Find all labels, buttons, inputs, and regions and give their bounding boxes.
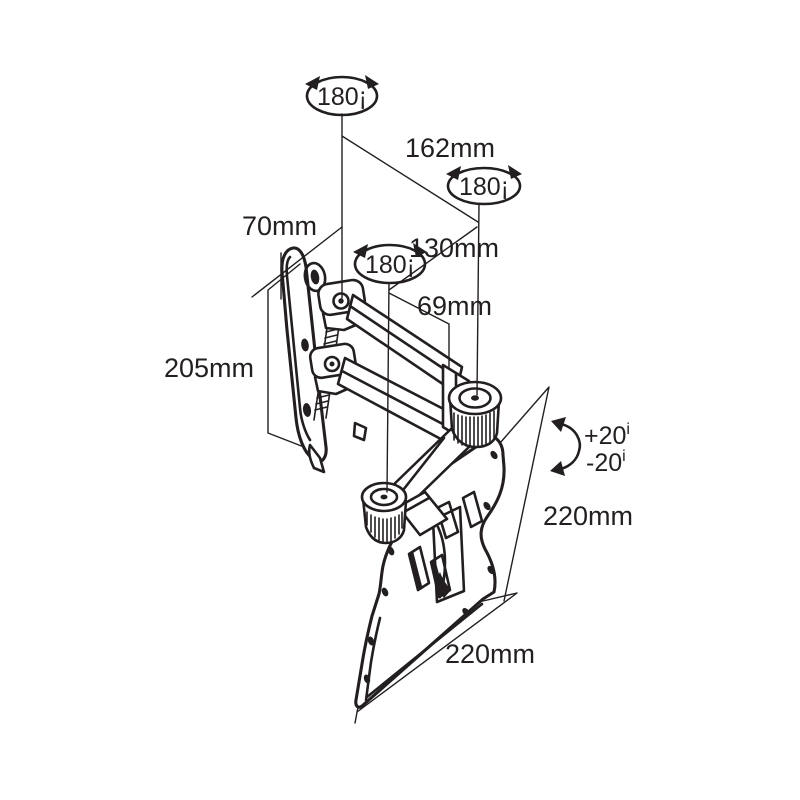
label-panel-width: 220mm	[445, 639, 535, 669]
wall-plate-slot-bottom	[302, 403, 312, 417]
dim-line-205	[267, 263, 305, 448]
dimension-lines	[251, 113, 550, 724]
label-wall-offset: 70mm	[242, 211, 317, 241]
wall-plate-slot-mid	[301, 338, 309, 352]
rotation-180-label-elbow: 180¡	[459, 173, 509, 201]
wall-plate-top-boss	[303, 261, 327, 293]
dim-line-162	[341, 135, 479, 223]
rotation-180-icon-elbow: 180¡	[446, 165, 522, 206]
leader-swivel-front	[386, 282, 390, 493]
elbow-knob-knurl	[453, 410, 495, 448]
dim-line-130	[388, 226, 478, 291]
dim-line-220-right	[499, 386, 550, 602]
label-front-arm: 130mm	[409, 233, 499, 263]
vesa-plate-thickness-left	[364, 616, 382, 702]
leader-swivel-elbow	[476, 203, 480, 396]
label-panel-height: 220mm	[543, 501, 633, 531]
vesa-plate-slots	[407, 490, 484, 604]
dimension-labels: 162mm 70mm 130mm 69mm 205mm 220mm 220mm …	[164, 133, 633, 669]
dim-line-70	[251, 226, 343, 298]
rotation-180-label-top: 180¡	[317, 83, 367, 111]
arm-nub	[352, 421, 368, 442]
rotation-180-icon-top: 180¡	[305, 75, 379, 117]
vesa-plate-thickness-bottom	[365, 602, 484, 699]
elbow-knob	[447, 380, 503, 449]
label-tilt-up: +20i	[584, 421, 630, 450]
rotation-180-label-front: 180¡	[365, 251, 415, 279]
tilt-bracket	[396, 490, 449, 537]
tilt-knob-knurl	[366, 511, 403, 543]
dim-line-220-bottom	[354, 592, 518, 724]
rotation-180-icon-front: 180¡	[353, 243, 427, 285]
label-tilt-down: -20i	[586, 448, 626, 477]
wall-plate-bottom-tab	[307, 443, 326, 474]
label-wall-plate-height: 205mm	[164, 353, 254, 383]
upper-arm-beams	[336, 293, 464, 447]
vesa-plate	[354, 434, 506, 709]
wall-plate-slot-top	[310, 269, 320, 285]
tilt-knob	[360, 481, 408, 545]
dim-line-69	[388, 292, 450, 368]
tilt-arrow-icon	[550, 417, 582, 476]
label-knob-offset: 69mm	[417, 291, 492, 321]
label-arm-extension: 162mm	[405, 133, 495, 163]
wall-plate-thickness	[285, 255, 312, 442]
